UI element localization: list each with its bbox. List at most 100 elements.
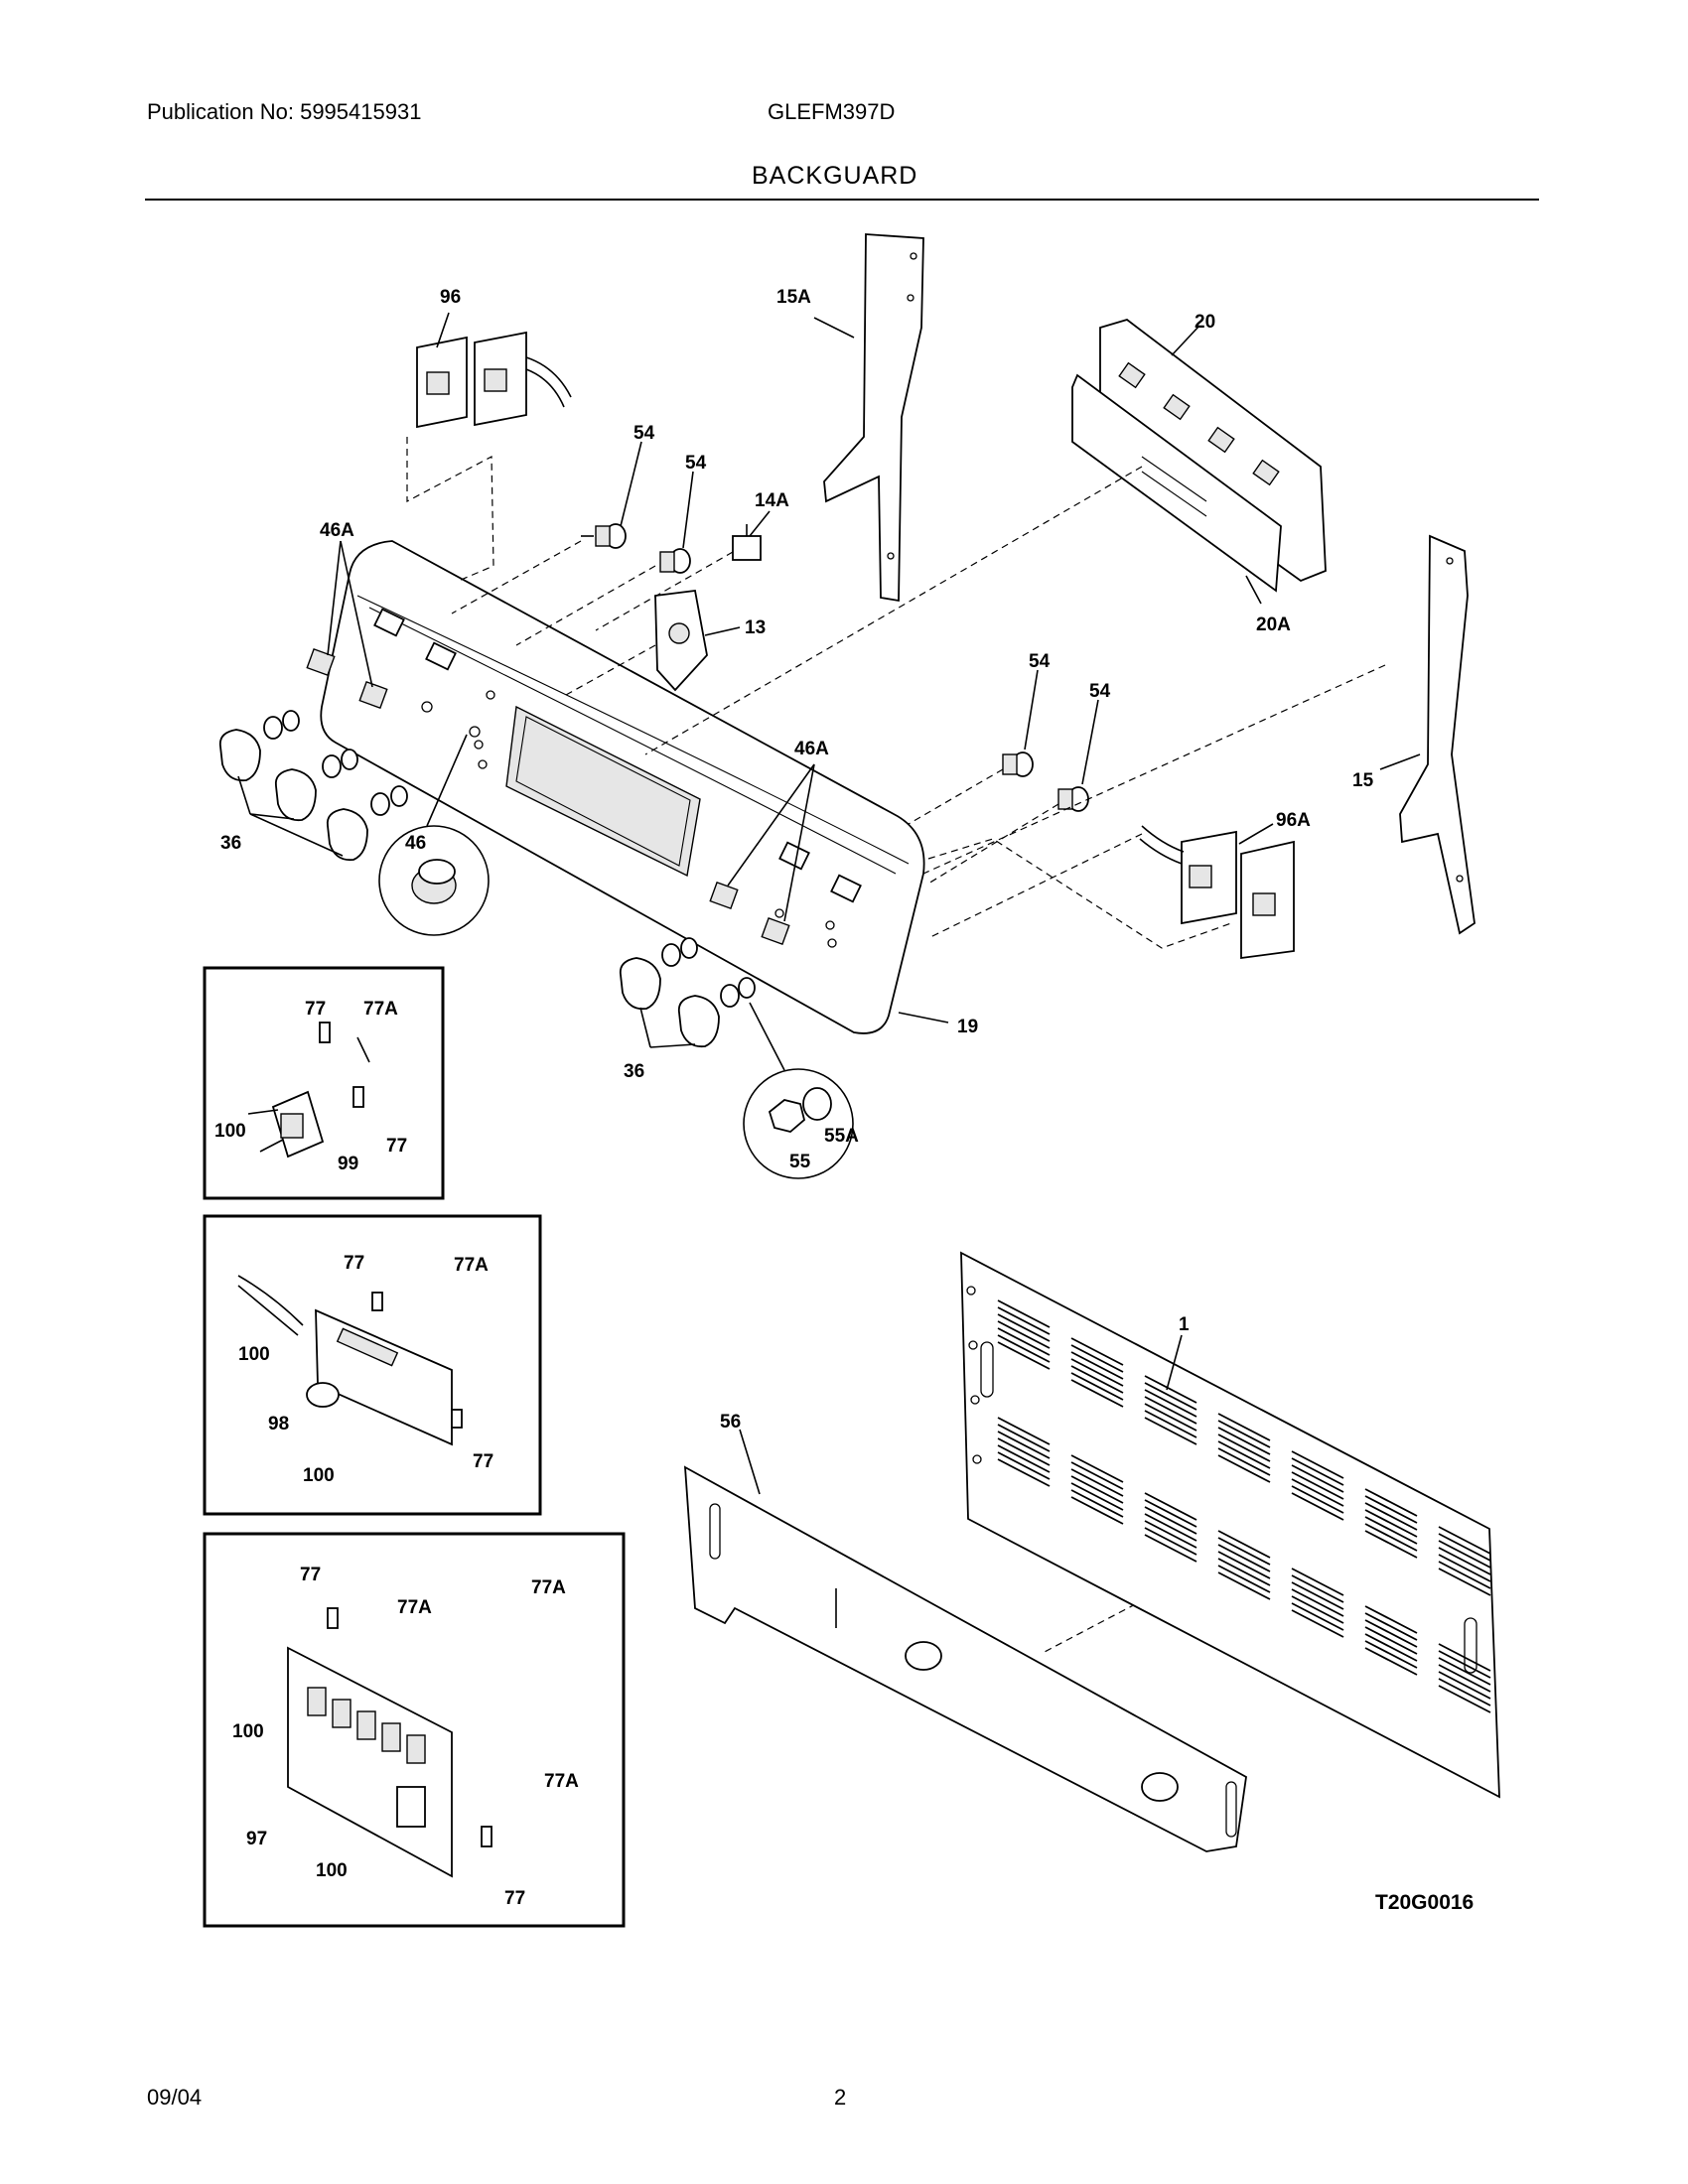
callout-box2-100-top: 100	[238, 1344, 270, 1365]
vent-slot	[1291, 1457, 1344, 1486]
vent-slot	[1144, 1492, 1197, 1521]
vent-slot	[1217, 1413, 1271, 1441]
vent-slot	[1438, 1526, 1491, 1555]
page-number: 2	[834, 2085, 847, 2110]
detail-box-3	[203, 1532, 626, 1928]
detail-circle-55	[743, 1002, 854, 1179]
callout-96a: 96A	[1276, 810, 1311, 831]
callout-15a: 15A	[776, 287, 811, 308]
vent-slot	[1291, 1595, 1344, 1624]
knob-36-left	[218, 710, 408, 862]
vent-slot	[1144, 1499, 1197, 1528]
vent-slot	[997, 1417, 1051, 1445]
callout-box3-77a-3: 77A	[544, 1771, 579, 1792]
vent-slot	[1217, 1530, 1271, 1559]
vent-slot	[997, 1334, 1051, 1363]
callout-box3-77-top: 77	[300, 1565, 321, 1585]
vent-slot	[1291, 1464, 1344, 1493]
callout-54-1: 54	[633, 423, 655, 444]
vent-slot	[1217, 1537, 1271, 1566]
rear-panel-vents	[997, 1299, 1491, 1713]
vent-slot	[1438, 1650, 1491, 1679]
callout-14a: 14A	[755, 490, 789, 511]
vent-slot	[1438, 1568, 1491, 1596]
vent-slot	[1364, 1633, 1418, 1662]
potentiometer-54-3	[1002, 751, 1034, 777]
vent-slot	[1364, 1488, 1418, 1517]
vent-slot	[1070, 1365, 1124, 1394]
vent-slot	[1364, 1516, 1418, 1545]
vent-slot	[1217, 1551, 1271, 1579]
vent-slot	[1438, 1685, 1491, 1713]
potentiometer-54-1	[581, 523, 627, 549]
vent-slot	[1291, 1450, 1344, 1479]
vent-slot	[1438, 1561, 1491, 1589]
detail-box-1	[203, 966, 445, 1200]
relay-board-96a	[1139, 825, 1295, 960]
switch-46a-right	[709, 881, 790, 946]
model-number: GLEFM397D	[768, 99, 896, 124]
callout-box2-77-bottom: 77	[473, 1451, 493, 1472]
callout-36-left: 36	[220, 833, 241, 854]
callout-20a: 20A	[1256, 614, 1291, 635]
callout-46a-right: 46A	[794, 739, 829, 759]
overlay-20a	[1071, 373, 1282, 593]
vent-slot	[1291, 1485, 1344, 1514]
callout-96: 96	[440, 287, 461, 308]
potentiometer-54-4	[1057, 786, 1089, 812]
callout-box1-77-bottom: 77	[386, 1136, 407, 1157]
figure-code: T20G0016	[1375, 1891, 1474, 1914]
callout-box3-97: 97	[246, 1829, 267, 1849]
vent-slot	[997, 1341, 1051, 1370]
vent-slot	[1070, 1489, 1124, 1518]
vent-slot	[1144, 1520, 1197, 1549]
callout-box1-77a: 77A	[363, 999, 398, 1020]
vent-slot	[1364, 1509, 1418, 1538]
vent-slot	[997, 1458, 1051, 1487]
callout-box3-100-bottom: 100	[316, 1860, 348, 1881]
vent-slot	[1217, 1558, 1271, 1586]
vent-slot	[1438, 1664, 1491, 1693]
callout-55: 55	[789, 1152, 811, 1172]
relay-board-96	[406, 331, 572, 582]
vent-slot	[1144, 1417, 1197, 1445]
vent-slot	[1070, 1475, 1124, 1504]
callout-box3-77a-1: 77A	[397, 1597, 432, 1618]
leader-lines	[237, 312, 1421, 1495]
callout-13: 13	[745, 617, 766, 638]
vent-slot	[1364, 1612, 1418, 1641]
vent-slot	[1217, 1433, 1271, 1462]
vent-slot	[1364, 1626, 1418, 1655]
vent-slot	[1217, 1447, 1271, 1476]
detail-circle-46	[378, 734, 490, 936]
detail-box-2	[203, 1214, 542, 1516]
callout-box1-100: 100	[214, 1121, 246, 1142]
vent-slot	[1291, 1609, 1344, 1638]
vent-slot	[1070, 1344, 1124, 1373]
vent-slot	[1291, 1581, 1344, 1610]
callout-20: 20	[1195, 312, 1215, 333]
vent-slot	[1217, 1544, 1271, 1572]
vent-slot	[1291, 1568, 1344, 1596]
vent-slot	[997, 1306, 1051, 1335]
callout-56: 56	[720, 1412, 741, 1433]
knob-36-right	[619, 937, 756, 1048]
rear-panel-1	[960, 1251, 1500, 1799]
callout-54-3: 54	[1029, 651, 1051, 672]
callout-36-right: 36	[624, 1061, 644, 1082]
vent-slot	[1217, 1420, 1271, 1448]
callout-19: 19	[957, 1017, 978, 1037]
vent-slot	[1144, 1396, 1197, 1425]
callout-box2-77-top: 77	[344, 1253, 364, 1274]
vent-slot	[1144, 1375, 1197, 1404]
vent-slot	[1070, 1461, 1124, 1490]
selector-switch-13	[654, 590, 708, 692]
vent-slot	[1438, 1657, 1491, 1686]
callout-box2-100-bottom: 100	[303, 1465, 335, 1486]
vent-slot	[997, 1313, 1051, 1342]
publication-number: Publication No: 5995415931	[147, 99, 422, 124]
vent-slot	[1438, 1533, 1491, 1562]
end-bracket-15	[1399, 534, 1476, 935]
vent-slot	[997, 1320, 1051, 1349]
